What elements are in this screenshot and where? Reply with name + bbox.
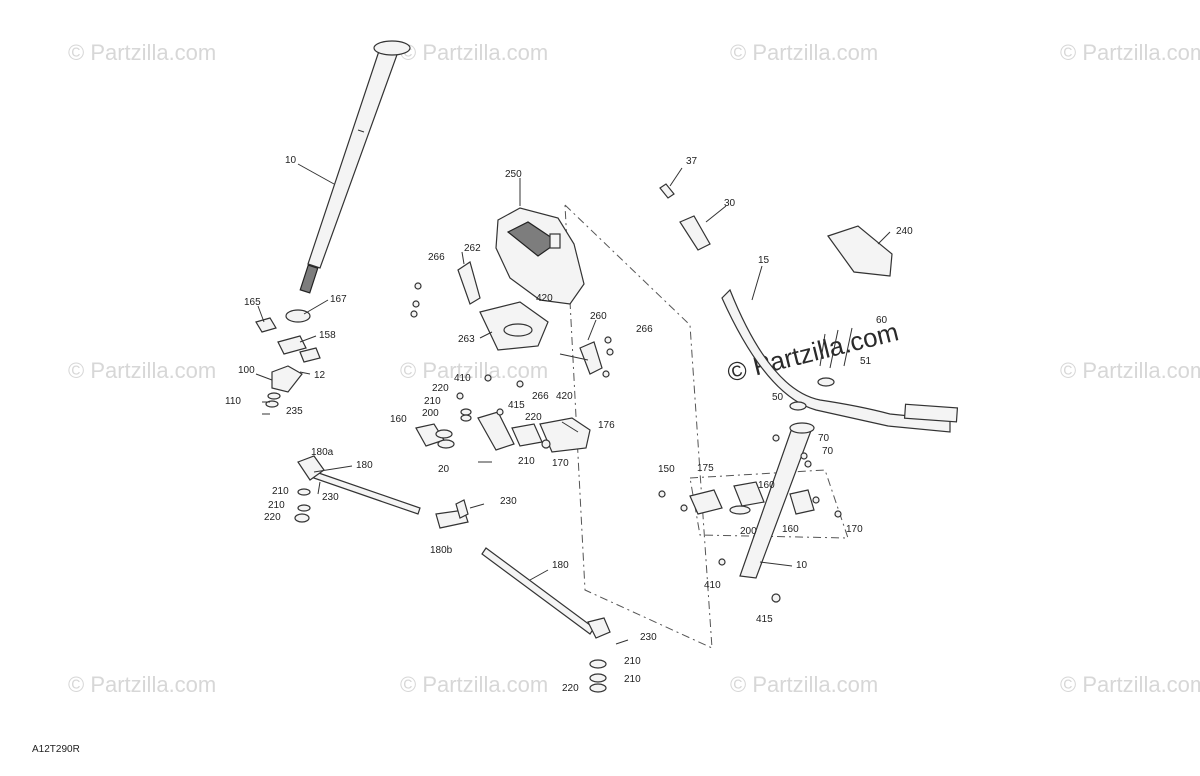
handlebar-assembly: [658, 183, 959, 603]
mid-bracket-assembly: [415, 392, 591, 463]
part-label: 415: [508, 400, 525, 411]
part-label: 263: [458, 334, 475, 345]
part-label: 220: [264, 512, 281, 523]
watermark-text: © Partzilla.com: [400, 358, 548, 383]
diagram-code: A12T290R: [32, 744, 80, 755]
watermark-text: © Partzilla.com: [730, 40, 878, 65]
part-label: 110: [225, 396, 241, 407]
part-label: 240: [896, 226, 913, 237]
watermark-text: © Partzilla.com: [68, 40, 216, 65]
part-label: 220: [562, 683, 579, 694]
part-label: 158: [319, 330, 336, 341]
part-label: 10: [285, 155, 297, 166]
part-label: 230: [322, 492, 339, 503]
part-label: 180a: [311, 447, 334, 458]
part-label: 410: [454, 373, 471, 384]
part-label: 210: [624, 656, 641, 667]
part-label: 167: [330, 294, 347, 305]
part-label: 210: [268, 500, 285, 511]
part-label: 180: [552, 560, 569, 571]
part-label: 410: [704, 580, 721, 591]
part-label: 160: [782, 524, 799, 535]
watermark-text: © Partzilla.com: [1060, 40, 1200, 65]
part-label: 200: [740, 526, 757, 537]
part-label: 210: [624, 674, 641, 685]
part-label: 260: [590, 311, 607, 322]
part-label: 420: [556, 391, 573, 402]
part-label: 235: [286, 406, 303, 417]
watermark-text: © Partzilla.com: [68, 358, 216, 383]
part-label: 15: [758, 255, 770, 266]
part-label: 10: [796, 560, 808, 571]
part-label: 70: [822, 446, 834, 457]
part-label: 100: [238, 365, 255, 376]
part-label: 150: [658, 464, 675, 475]
watermark-text: © Partzilla.com: [400, 672, 548, 697]
part-label: 50: [772, 392, 784, 403]
watermark-text: © Partzilla.com: [68, 672, 216, 697]
dashed-boundary: [564, 203, 713, 649]
part-label: 220: [525, 412, 542, 423]
part-label: 180b: [430, 545, 453, 556]
steering-column-left: [255, 40, 411, 415]
watermark-text: © Partzilla.com: [1060, 358, 1200, 383]
part-label: 70: [818, 433, 830, 444]
part-label: 175: [697, 463, 714, 474]
part-label: 200: [422, 408, 439, 419]
part-label: 160: [758, 480, 775, 491]
part-label: 170: [846, 524, 863, 535]
part-label: 60: [876, 315, 888, 326]
part-label: 30: [724, 198, 736, 209]
part-label: 415: [756, 614, 773, 625]
part-label: 420: [536, 293, 553, 304]
part-label: 266: [428, 252, 445, 263]
part-label: 180: [356, 460, 373, 471]
part-label: 250: [505, 169, 522, 180]
part-label: 210: [518, 456, 535, 467]
leader-lines: [255, 163, 891, 581]
part-label: 20: [438, 464, 450, 475]
part-label: 12: [314, 370, 326, 381]
part-label: 266: [636, 324, 653, 335]
watermark-text: © Partzilla.com: [1060, 672, 1200, 697]
part-label: 176: [598, 420, 615, 431]
watermark-text: © Partzilla.com: [400, 40, 548, 65]
part-label: 51: [860, 356, 872, 367]
part-label: 37: [686, 156, 698, 167]
power-steering-unit: [410, 207, 614, 388]
watermark-text: © Partzilla.com: [730, 672, 878, 697]
part-label: 262: [464, 243, 481, 254]
part-label: 230: [500, 496, 517, 507]
part-label: 160: [390, 414, 407, 425]
part-label: 210: [272, 486, 289, 497]
part-label: 220: [432, 383, 449, 394]
part-label: 170: [552, 458, 569, 469]
part-label: 230: [640, 632, 657, 643]
part-label: 165: [244, 297, 261, 308]
part-label: 210: [424, 396, 441, 407]
part-labels: 10 165 167 158 100 12 110 235 250 262 26…: [225, 155, 913, 694]
part-label: 266: [532, 391, 549, 402]
tie-rod-assembly: [294, 455, 629, 693]
